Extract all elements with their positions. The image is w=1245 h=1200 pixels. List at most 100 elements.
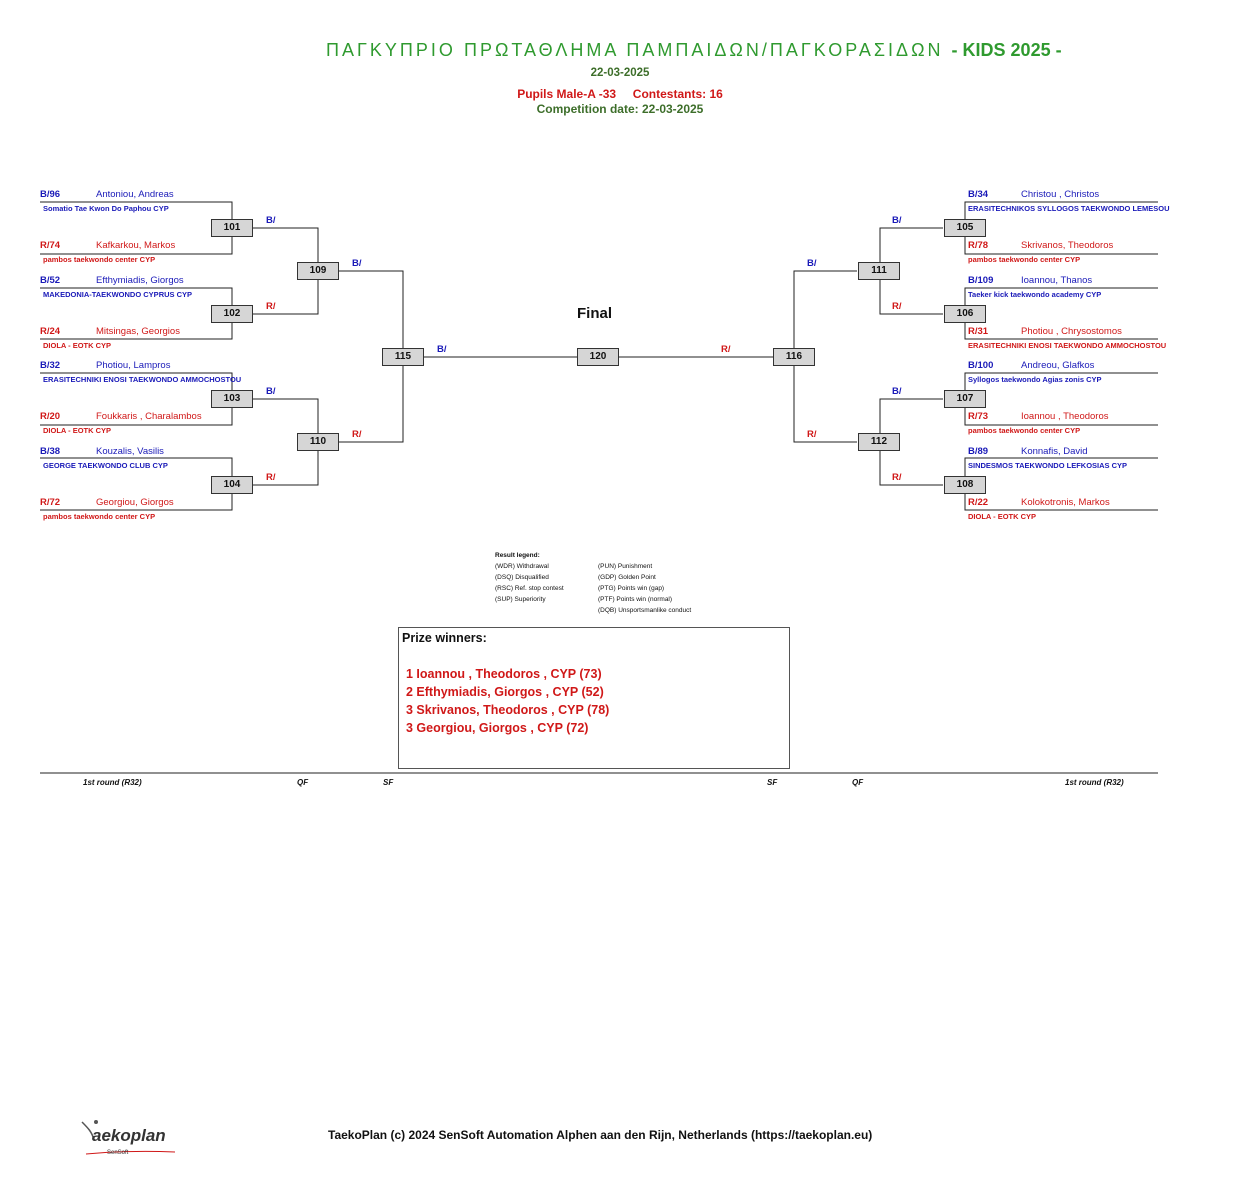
seed-label: B/100 [968, 360, 994, 371]
round-label-right-r32: 1st round (R32) [1065, 778, 1124, 787]
club-name: Taeker kick taekwondo academy CYP [968, 290, 1102, 299]
athlete-name: Skrivanos, Theodoros [1021, 240, 1114, 251]
match-105[interactable]: 105 [944, 219, 986, 237]
match-120[interactable]: 120 [577, 348, 619, 366]
athlete-name: Kouzalis, Vasilis [96, 446, 164, 457]
match-108[interactable]: 108 [944, 476, 986, 494]
legend-item: (PTF) Points win (normal) [598, 596, 673, 603]
match-112[interactable]: 112 [858, 433, 900, 451]
legend-item: (GDP) Golden Point [598, 574, 656, 581]
seed-label: B/38 [40, 446, 61, 457]
seed-label: R/22 [968, 497, 989, 508]
round-label-left-r32: 1st round (R32) [83, 778, 142, 787]
red-corner-label: R/ [892, 472, 902, 483]
athlete-name: Ioannou, Thanos [1021, 275, 1093, 286]
athlete-name: Andreou, Glafkos [1021, 360, 1095, 371]
legend-item: (PTG) Points win (gap) [598, 585, 665, 592]
round-label-right-sf: SF [767, 778, 778, 787]
seed-label: R/72 [40, 497, 61, 508]
event-title: ΠΑΓΚΥΠΡΙΟ ΠΡΩΤΑΘΛΗΜΑ ΠΑΜΠΑΙΔΩΝ/ΠΑΓΚΟΡΑΣΙ… [326, 40, 1062, 60]
seed-label: R/24 [40, 326, 61, 337]
club-name: ERASITECHNIKOS SYLLOGOS TAEKWONDO LEMESO… [968, 204, 1170, 213]
taekoplan-logo: aekoplan SenSoft [80, 1118, 180, 1160]
legend-item: (DSQ) Disqualified [495, 574, 549, 581]
seed-label: R/74 [40, 240, 61, 251]
seed-label: B/34 [968, 189, 989, 200]
blue-corner-label: B/ [807, 258, 817, 269]
event-date: 22-03-2025 [590, 67, 650, 79]
club-name: ERASITECHNIKI ENOSI TAEKWONDO AMMOCHOSTO… [43, 375, 242, 384]
match-107[interactable]: 107 [944, 390, 986, 408]
seed-label: R/73 [968, 411, 989, 422]
blue-corner-label: B/ [437, 344, 447, 355]
athlete-name: Kafkarkou, Markos [96, 240, 176, 251]
match-109[interactable]: 109 [297, 262, 339, 280]
club-name: pambos taekwondo center CYP [968, 255, 1081, 264]
match-101[interactable]: 101 [211, 219, 253, 237]
prize-winners-title: Prize winners: [402, 631, 487, 645]
legend-item: (PUN) Punishment [598, 563, 653, 570]
red-corner-label: R/ [892, 301, 902, 312]
round-label-left-sf: SF [383, 778, 394, 787]
athlete-name: Photiou , Chrysostomos [1021, 326, 1122, 337]
athlete-name: Ioannou , Theodoros [1021, 411, 1109, 422]
club-name: DIOLA - EOTK CYP [43, 341, 112, 350]
red-corner-label: R/ [266, 301, 276, 312]
legend-item: (DQB) Unsportsmanlike conduct [598, 607, 692, 614]
final-label: Final [577, 305, 613, 322]
match-104[interactable]: 104 [211, 476, 253, 494]
athlete-name: Antoniou, Andreas [96, 189, 174, 200]
seed-label: B/52 [40, 275, 61, 286]
prize-winner-3b: 3 Georgiou, Giorgos , CYP (72) [406, 721, 589, 735]
club-name: pambos taekwondo center CYP [43, 255, 156, 264]
match-116[interactable]: 116 [773, 348, 815, 366]
prize-winners-box [398, 627, 790, 769]
club-name: ERASITECHNIKI ENOSI TAEKWONDO AMMOCHOSTO… [968, 341, 1167, 350]
match-110[interactable]: 110 [297, 433, 339, 451]
blue-corner-label: B/ [266, 215, 276, 226]
prize-winner-2: 2 Efthymiadis, Giorgos , CYP (52) [406, 685, 604, 699]
athlete-name: Photiou, Lampros [96, 360, 171, 371]
club-name: DIOLA - EOTK CYP [968, 512, 1037, 521]
blue-corner-label: B/ [352, 258, 362, 269]
match-106[interactable]: 106 [944, 305, 986, 323]
club-name: Syllogos taekwondo Agias zonis CYP [968, 375, 1102, 384]
seed-label: B/89 [968, 446, 989, 457]
match-103[interactable]: 103 [211, 390, 253, 408]
club-name: MAKEDONIA-TAEKWONDO CYPRUS CYP [43, 290, 193, 299]
club-name: DIOLA - EOTK CYP [43, 426, 112, 435]
prize-winner-3a: 3 Skrivanos, Theodoros , CYP (78) [406, 703, 610, 717]
athlete-name: Kolokotronis, Markos [1021, 497, 1110, 508]
seed-label: R/31 [968, 326, 989, 337]
logo-text: aekoplan [92, 1126, 166, 1145]
club-name: pambos taekwondo center CYP [43, 512, 156, 521]
seed-label: R/78 [968, 240, 989, 251]
red-corner-label: R/ [721, 344, 731, 355]
category-line: Pupils Male-A -33 Contestants: 16 [517, 87, 723, 101]
seed-label: R/20 [40, 411, 61, 422]
athlete-name: Georgiou, Giorgos [96, 497, 174, 508]
logo-subtext: SenSoft [107, 1150, 129, 1156]
prize-winner-1: 1 Ioannou , Theodoros , CYP (73) [406, 667, 602, 681]
red-corner-label: R/ [266, 472, 276, 483]
athlete-name: Christou , Christos [1021, 189, 1100, 200]
red-corner-label: R/ [807, 429, 817, 440]
legend-item: (SUP) Superiority [495, 596, 546, 603]
legend-item: (RSC) Ref. stop contest [495, 585, 564, 592]
match-102[interactable]: 102 [211, 305, 253, 323]
match-111[interactable]: 111 [858, 262, 900, 280]
blue-corner-label: B/ [892, 386, 902, 397]
legend-title: Result legend: [495, 552, 540, 559]
round-label-right-qf: QF [852, 778, 864, 787]
match-115[interactable]: 115 [382, 348, 424, 366]
seed-label: B/109 [968, 275, 994, 286]
blue-corner-label: B/ [266, 386, 276, 397]
competition-date: Competition date: 22-03-2025 [536, 102, 704, 116]
athlete-name: Konnafis, David [1021, 446, 1088, 457]
club-name: pambos taekwondo center CYP [968, 426, 1081, 435]
club-name: GEORGE TAEKWONDO CLUB CYP [43, 461, 168, 470]
club-name: SINDESMOS TAEKWONDO LEFKOSIAS CYP [968, 461, 1128, 470]
club-name: Somatio Tae Kwon Do Paphou CYP [43, 204, 169, 213]
athlete-name: Foukkaris , Charalambos [96, 411, 202, 422]
seed-label: B/96 [40, 189, 61, 200]
